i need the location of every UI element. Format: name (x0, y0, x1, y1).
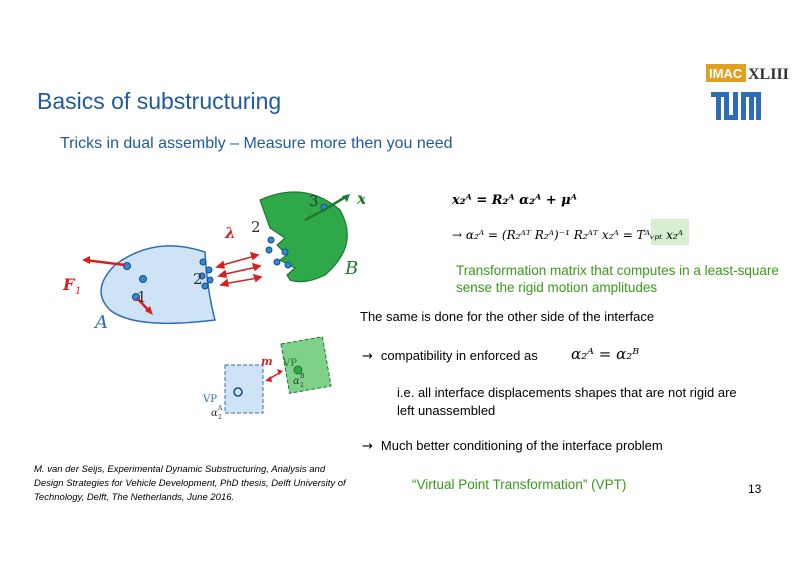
label-x3: x (356, 189, 365, 208)
bullet-arrow-icon: → (362, 349, 373, 364)
interface-node (199, 258, 207, 266)
alpha-b-sub: 2 (300, 382, 304, 389)
displacement-arrow (323, 194, 348, 212)
virtual-point-b (293, 365, 303, 375)
slide-title: Basics of substructuring (37, 88, 282, 114)
bullet-conditioning: → Much better conditioning of the interfa… (362, 438, 663, 454)
vp-block-b (280, 336, 332, 394)
label-lambda: λ (224, 224, 236, 242)
alpha-a-sup: A (217, 405, 223, 412)
page-number: 13 (748, 482, 762, 496)
tum-logo (711, 92, 761, 120)
interface-node (206, 276, 214, 284)
node-label-2a: 2 (193, 270, 203, 288)
label-f1-sub: 1 (75, 286, 81, 297)
interface-node (284, 261, 292, 269)
bullet-compatibility: → compatibility in enforced as (362, 348, 538, 364)
node-label-1: 1 (137, 288, 147, 306)
bullet-arrow-icon: → (362, 439, 373, 454)
interface-node (273, 258, 281, 266)
vp-label-b: VP (282, 358, 297, 369)
equation-1: x₂ᴬ = R₂ᴬ α₂ᴬ + μᴬ (452, 193, 577, 208)
label-a: A (93, 312, 108, 333)
interface-node (267, 236, 275, 244)
vp-label-a: VP (202, 394, 217, 405)
vpt-label: “Virtual Point Transformation” (VPT) (412, 477, 627, 492)
node-label-3: 3 (309, 192, 319, 210)
node-a-2 (139, 275, 147, 283)
bullet-detail-text: i.e. all interface displacements shapes … (397, 385, 737, 418)
bullet-compat-text: compatibility in enforced as (380, 348, 538, 363)
reference-citation: M. van der Seijs, Experimental Dynamic S… (34, 464, 346, 503)
slide-subtitle: Tricks in dual assembly – Measure more t… (60, 135, 453, 152)
imac-logo: IMAC XLIII (706, 64, 789, 83)
imac-logo-text: IMAC (709, 66, 743, 81)
vp-block-a (224, 364, 264, 414)
transformation-note: Transformation matrix that computes in a… (456, 263, 779, 295)
force-arrow (84, 258, 126, 267)
interface-node (205, 266, 213, 274)
interface-node (281, 248, 289, 256)
equation-2-text: → α₂ᴬ = (R₂ᴬᵀ R₂ᴬ)⁻¹ R₂ᴬᵀ x₂ᴬ = Tᴬᵥₚₜ x₂… (452, 228, 684, 242)
alpha-a: α (211, 408, 218, 419)
label-b: B (344, 258, 358, 279)
alpha-a-sub: 2 (218, 414, 222, 421)
interface-node (201, 282, 209, 290)
compat-equation: α₂ᴬ = α₂ᴮ (571, 345, 640, 363)
lambda-arrows (215, 251, 263, 287)
equation-2: → α₂ᴬ = (R₂ᴬᵀ R₂ᴬ)⁻¹ R₂ᴬᵀ x₂ᴬ = Tᴬᵥₚₜ x₂… (452, 228, 683, 242)
node-label-2b: 2 (251, 218, 261, 236)
label-m: m (261, 355, 273, 368)
same-done-text: The same is done for the other side of t… (360, 309, 655, 324)
interface-node (265, 246, 273, 254)
virtual-point-a (233, 387, 243, 397)
interface-node (198, 272, 206, 280)
substructure-diagram: A B F 1 λ x 3 1 2 2 3 m VP VP α A 2 α B … (62, 189, 365, 421)
substructure-b-body (259, 191, 348, 283)
alpha-b: α (293, 376, 300, 387)
alpha-b-sup: B (300, 373, 305, 380)
imac-logo-roman: XLIII (748, 66, 789, 83)
label-f1: F (62, 275, 76, 294)
bullet-conditioning-text: Much better conditioning of the interfac… (380, 438, 663, 453)
